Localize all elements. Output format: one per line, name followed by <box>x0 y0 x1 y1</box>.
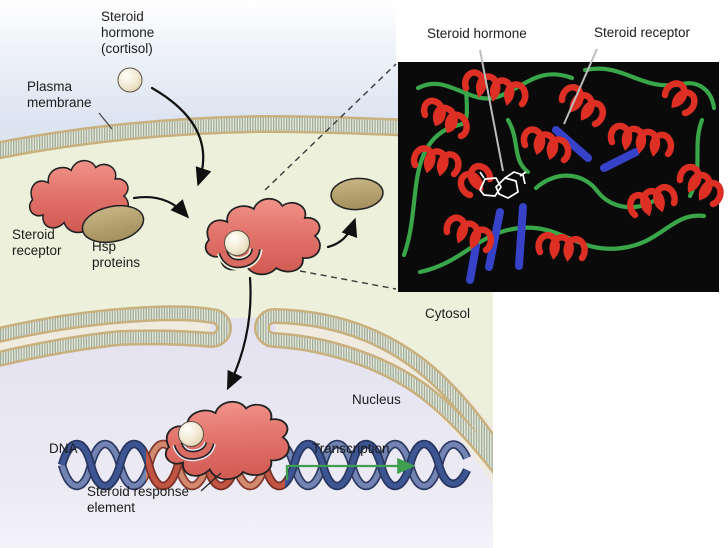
hormone-entry-arrow <box>150 86 212 187</box>
nucleus-label: Nucleus <box>352 392 401 407</box>
pathway-arrows <box>132 86 358 391</box>
steroid-hormone-label: Steroid hormone (cortisol) <box>101 9 155 56</box>
nuclear-envelope <box>0 305 493 485</box>
nuclear-receptor-complex <box>162 398 292 484</box>
nuclear-import-arrow <box>226 276 252 391</box>
inset-receptor-leader <box>563 48 598 125</box>
protein-structure-inset <box>398 48 724 292</box>
hsp-proteins-label: Hsp proteins <box>92 239 141 270</box>
beta-sheets <box>466 126 640 284</box>
inset-steroid-receptor-label: Steroid receptor <box>594 25 691 40</box>
inset-projection-lines <box>264 63 397 290</box>
inset-label-backdrop <box>396 0 493 63</box>
receptor-binding-arrow <box>132 196 190 219</box>
plasma-membrane-leader <box>98 112 113 130</box>
hormone-receptor-complex <box>204 197 321 276</box>
steroid-hormone-shape <box>117 67 143 93</box>
hsp-release-arrow <box>326 217 358 249</box>
transcription-label: Transcription <box>312 441 390 456</box>
dna-label: DNA <box>49 441 78 456</box>
alpha-helices <box>410 69 724 262</box>
inset-steroid-hormone-label: Steroid hormone <box>427 26 527 41</box>
hsp-proteins-shape <box>81 204 145 244</box>
sre-leader <box>200 472 222 492</box>
released-hsp-shape <box>330 177 384 211</box>
plasma-membrane-label: Plasma membrane <box>27 79 92 110</box>
cytosol-label: Cytosol <box>425 306 471 321</box>
steroid-response-element-label: Steroid response element <box>87 484 190 515</box>
inset-hormone-leader <box>479 49 504 172</box>
steroid-receptor-label: Steroid receptor <box>12 227 62 258</box>
steroid-ligand-sticks <box>479 171 527 199</box>
transcription-arrow <box>285 457 416 480</box>
